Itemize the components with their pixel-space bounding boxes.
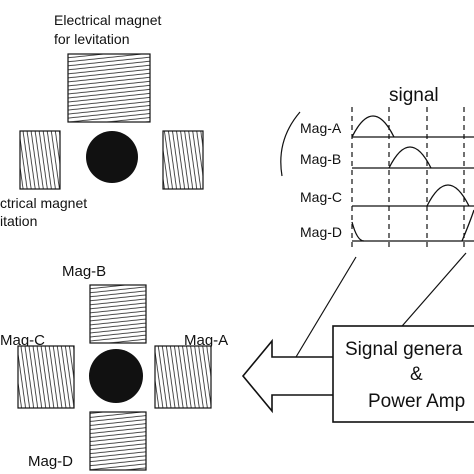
top-label-line1: Electrical magnet — [54, 12, 161, 28]
leader-line-right — [395, 252, 467, 334]
mag-d-label: Mag-D — [28, 453, 73, 470]
signal-phase-dividers — [351, 107, 465, 247]
rotor-ball-top — [86, 131, 138, 183]
mag-c-magnet — [17, 345, 75, 409]
signal-row-mag-c: Mag-C — [300, 184, 474, 207]
levitation-magnet-top — [67, 53, 151, 123]
signal-generator-box — [332, 325, 474, 423]
left-label-line2: itation — [0, 213, 37, 229]
box-line3: Power Amp — [368, 391, 465, 412]
signal-row-mag-d: Mag-D — [300, 209, 474, 242]
signal-flow-arrow — [241, 338, 335, 414]
mag-b-label: Mag-B — [62, 263, 106, 280]
signal-row-label: Mag-D — [300, 224, 342, 240]
mag-c-label: Mag-C — [0, 332, 45, 349]
signal-pulse — [351, 115, 395, 138]
box-line1: Signal genera — [345, 339, 463, 360]
signal-pulse — [388, 146, 432, 169]
signal-row-mag-b: Mag-B — [300, 146, 474, 169]
levitation-magnet-left — [19, 130, 61, 190]
leader-line-left — [295, 256, 357, 358]
signal-row-label: Mag-C — [300, 189, 342, 205]
levitation-magnet-right — [162, 130, 204, 190]
mag-b-magnet — [89, 284, 147, 344]
mag-d-magnet — [89, 411, 147, 471]
signal-pulse-tail — [351, 221, 365, 242]
signal-pulse — [461, 209, 474, 242]
box-line2: & — [410, 364, 423, 385]
left-label-line1: ctrical magnet — [0, 195, 87, 211]
signal-bracket — [280, 111, 301, 177]
mag-a-label: Mag-A — [184, 332, 228, 349]
signal-row-mag-a: Mag-A — [300, 115, 474, 138]
signal-title: signal — [389, 85, 439, 106]
signal-row-label: Mag-A — [300, 120, 342, 136]
mag-a-magnet — [154, 345, 212, 409]
top-label-line2: for levitation — [54, 31, 129, 47]
rotor-ball-bottom — [89, 349, 143, 403]
signal-row-label: Mag-B — [300, 151, 341, 167]
signal-pulse — [426, 184, 470, 207]
